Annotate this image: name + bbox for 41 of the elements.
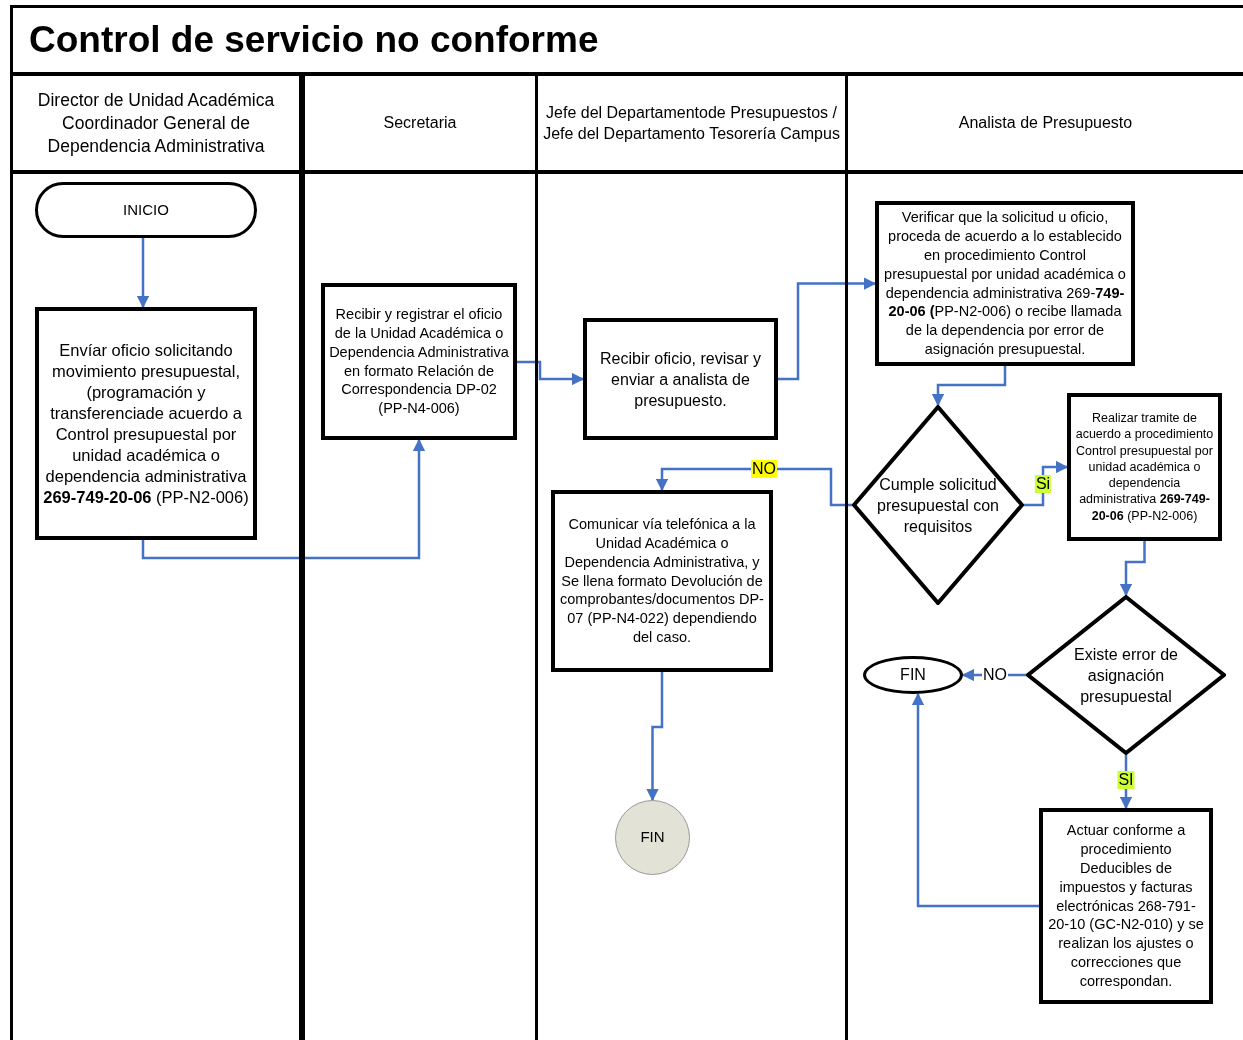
lane-header: Jefe del Departamentode Presupuestos / Jefe del Departamento Tesorería Campus	[542, 103, 841, 144]
arrow	[646, 672, 664, 802]
step-text: Recibir y registrar el oficio de la Unidad Académica o Dependencia Administrativa en formato Relación de Correspondencia DP-02 (PP-N4-006)	[328, 305, 510, 418]
lane-header: Director de Unidad Académica Coordinador General de Dependencia Administrativa	[36, 88, 276, 158]
edge-label: NO	[751, 460, 777, 478]
step-text: Envíar oficio solicitando movimiento presupuestal, (programación y transferenciade acuerdo a Control presupuestal por unidad académica o dependencia administrativa 269-749-20-06 (PP-N2-006)	[42, 339, 250, 508]
decision-diamond	[852, 405, 1024, 605]
swimlane	[13, 76, 305, 1040]
step-text: Actuar conforme a procedimiento Deducibles de impuestos y facturas electrónicas 268-791-20-10 (GC-N2-010) y se realizan los ajustes o correcciones que correspondan.	[1047, 821, 1205, 991]
arrow	[141, 438, 426, 560]
arrow	[517, 360, 585, 386]
decision-diamond	[1026, 595, 1226, 755]
process-box	[321, 283, 517, 440]
step-text: FIN	[639, 827, 666, 848]
lane-header: Secretaria	[382, 113, 458, 133]
step-text: Verificar que la solicitud u oficio, proceda de acuerdo a lo establecido en procedimiento Control presupuestal por unidad académica o dependencia administrativa 269-749-20-06 (PP-N2-006) o recibe llamada de la dependencia por error de asignación presupuestal.	[883, 208, 1127, 359]
step-text: Cumple solicitud presupuestal con requisitos	[876, 474, 1000, 537]
arrow	[1119, 541, 1146, 597]
step-text: Recibir oficio, revisar y enviar a analista de presupuesto.	[599, 348, 762, 411]
process-box	[1067, 393, 1222, 541]
arrow	[136, 238, 150, 309]
start-terminal	[35, 182, 257, 238]
step-text: Comunicar vía telefónica a la Unidad Académica o Dependencia Administrativa, y Se llena formato Devolución de comprobantes/documentos DP-07 (PP-N4-022) dependiendo del caso.	[559, 515, 765, 647]
process-box	[35, 307, 257, 540]
arrow	[655, 467, 852, 507]
arrow	[911, 692, 1039, 908]
step-text: INICIO	[122, 199, 170, 220]
edge-label: SI	[1117, 771, 1135, 789]
arrow	[778, 277, 877, 381]
swimlane	[538, 76, 848, 1040]
edge-label: Si	[1034, 475, 1052, 493]
diagram-title: Control de servicio no conforme	[29, 18, 599, 63]
step-text: Existe error de asignación presupuestal	[1072, 644, 1179, 707]
swimlane	[305, 76, 538, 1040]
step-text: FIN	[899, 665, 927, 685]
process-box	[551, 490, 773, 672]
lane-header: Analista de Presupuesto	[957, 113, 1134, 133]
process-box	[1039, 808, 1213, 1004]
process-box	[583, 318, 778, 440]
step-text: Realizar tramite de acuerdo a procedimiento Control presupuestal por unidad académica o dependencia administrativa 269-749-20-06 (PP-N2-006)	[1074, 410, 1215, 524]
arrow	[931, 366, 1007, 407]
